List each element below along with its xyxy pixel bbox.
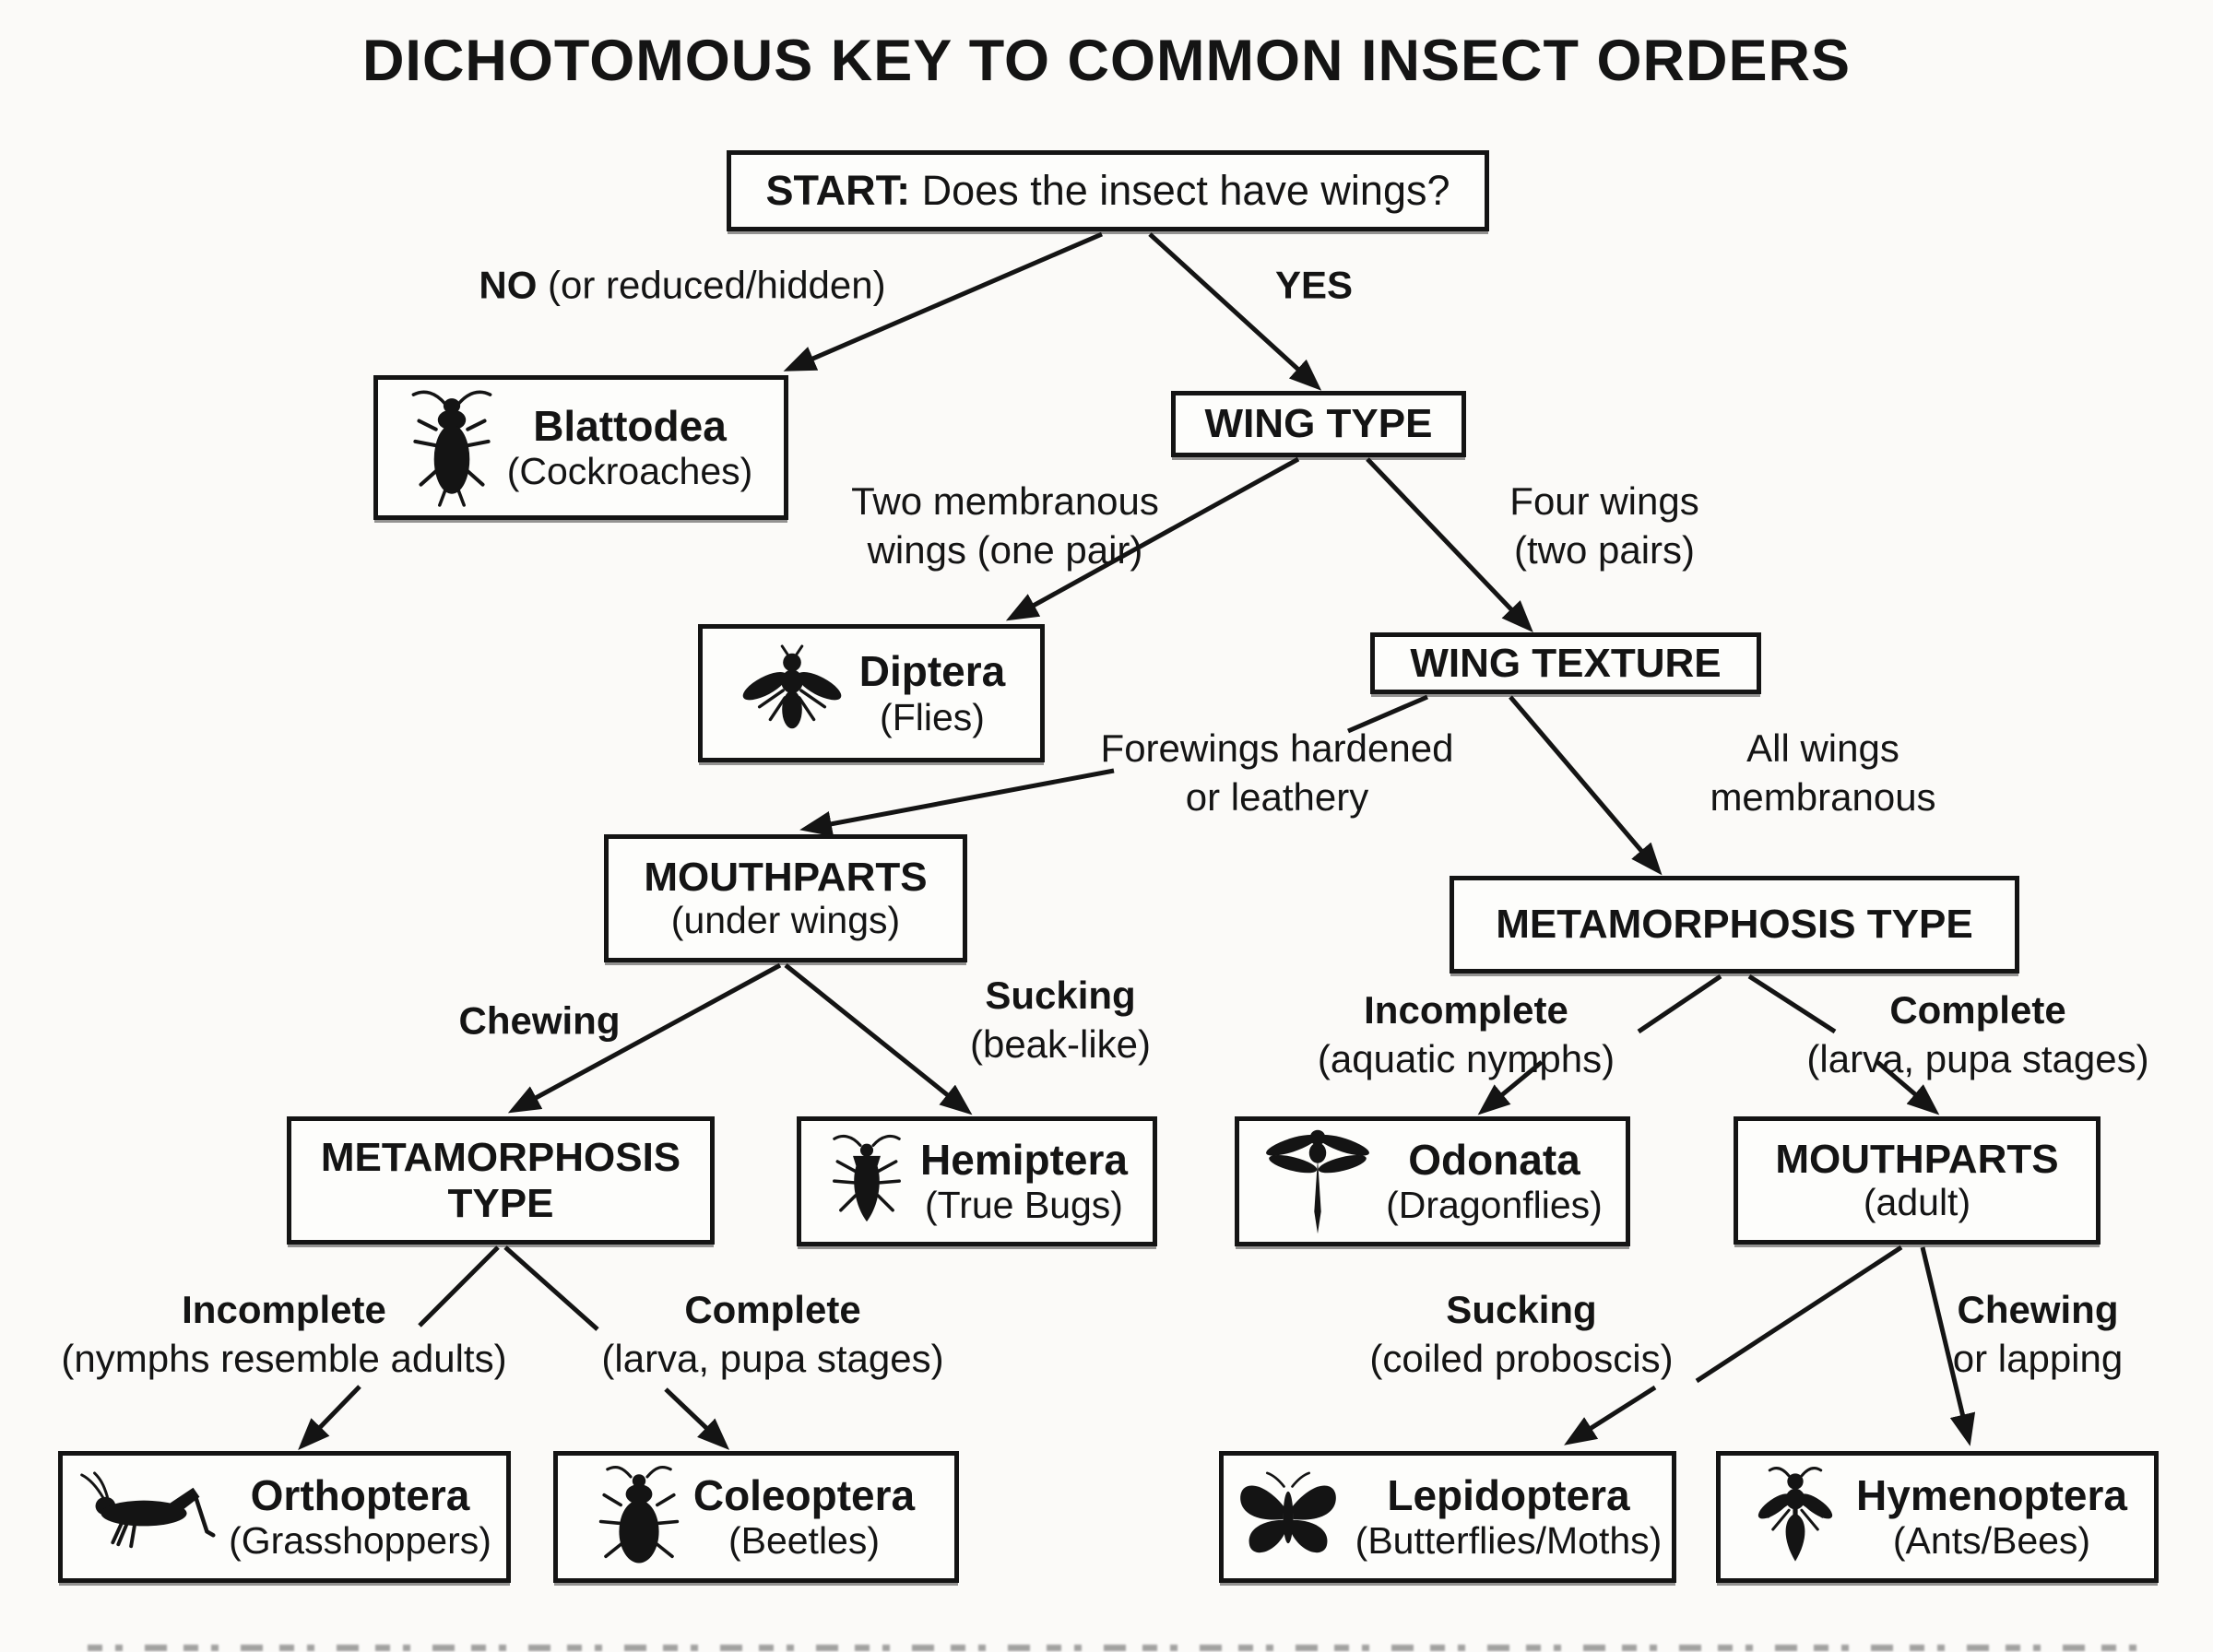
node-lepidoptera: Lepidoptera (Butterflies/Moths) bbox=[1219, 1451, 1676, 1583]
taxon-text: Lepidoptera (Butterflies/Moths) bbox=[1355, 1470, 1663, 1563]
taxon-text: Hemiptera (True Bugs) bbox=[920, 1135, 1128, 1227]
arrow-chewing-to-hymenoptera bbox=[1920, 1246, 1976, 1446]
wasp-icon bbox=[1747, 1465, 1843, 1570]
grasshopper-icon bbox=[77, 1469, 216, 1565]
edge-label-all-membranous: All wings membranous bbox=[1710, 726, 1936, 819]
true-bug-icon bbox=[826, 1128, 907, 1235]
butterfly-icon bbox=[1234, 1471, 1343, 1564]
arrow-chewing-to-metamorphosis-left bbox=[507, 962, 782, 1114]
fly-icon bbox=[738, 643, 846, 743]
taxon-text: Coleoptera (Beetles) bbox=[692, 1470, 916, 1563]
node-hymenoptera: Hymenoptera (Ants/Bees) bbox=[1716, 1451, 2159, 1583]
arrow-sucking-to-lepidoptera bbox=[1564, 1385, 1657, 1446]
arrow-sucking-to-hemiptera bbox=[784, 963, 973, 1115]
node-blattodea: Blattodea (Cockroaches) bbox=[373, 375, 788, 520]
node-diptera: Diptera (Flies) bbox=[698, 624, 1045, 762]
node-mouthparts-adult: MOUTHPARTS (adult) bbox=[1734, 1116, 2101, 1245]
taxon-text: Odonata (Dragonflies) bbox=[1386, 1135, 1603, 1227]
edge-label-forewings-hardened: Forewings hardened or leathery bbox=[1100, 726, 1454, 819]
node-odonata: Odonata (Dragonflies) bbox=[1235, 1116, 1630, 1246]
node-coleoptera: Coleoptera (Beetles) bbox=[553, 1451, 959, 1583]
stub-metamorphosis-right-incomplete bbox=[1637, 974, 1722, 1034]
stub-metamorphosis-left-incomplete bbox=[418, 1245, 500, 1328]
stub-wing-texture-left bbox=[1347, 694, 1428, 734]
edge-label-incomplete-nymphs: Incomplete (nymphs resemble adults) bbox=[61, 1288, 507, 1380]
cropped-text-artifact bbox=[88, 1645, 2148, 1651]
taxon-text: Diptera (Flies) bbox=[858, 647, 1006, 738]
arrow-incomplete-to-orthoptera bbox=[298, 1385, 361, 1451]
edge-label-four-wings: Four wings (two pairs) bbox=[1509, 479, 1699, 572]
arrow-complete-to-coleoptera bbox=[664, 1387, 730, 1450]
arrow-complete-to-mouthparts-adult bbox=[1876, 1060, 1940, 1115]
node-metamorphosis-type-left: METAMORPHOSIS TYPE bbox=[287, 1116, 715, 1245]
taxon-text: Blattodea (Cockroaches) bbox=[506, 401, 753, 493]
beetle-icon bbox=[598, 1463, 680, 1572]
arrow-start-to-blattodea bbox=[783, 231, 1103, 372]
edge-label-sucking-coiled: Sucking (coiled proboscis) bbox=[1369, 1288, 1674, 1380]
edge-label-chewing: Chewing bbox=[458, 998, 621, 1043]
edge-label-chewing-lapping: Chewing or lapping bbox=[1952, 1288, 2124, 1380]
arrow-wing-type-to-wing-texture bbox=[1366, 457, 1533, 633]
arrow-wing-texture-to-metamorphosis bbox=[1509, 695, 1663, 876]
stub-metamorphosis-left-complete bbox=[503, 1245, 599, 1331]
node-wing-texture: WING TEXTURE bbox=[1370, 632, 1761, 694]
node-wing-type: WING TYPE bbox=[1171, 391, 1466, 457]
edge-label-incomplete-aquatic: Incomplete (aquatic nymphs) bbox=[1317, 988, 1615, 1080]
start-question: START: Does the insect have wings? bbox=[765, 167, 1450, 214]
stub-mouthparts-adult-sucking bbox=[1695, 1245, 1903, 1384]
arrow-forewings-to-mouthparts-under bbox=[799, 768, 1115, 837]
edge-label-sucking-beak: Sucking (beak-like) bbox=[969, 974, 1152, 1066]
edge-label-complete-right: Complete (larva, pupa stages) bbox=[1806, 988, 2149, 1080]
arrow-wing-type-to-diptera bbox=[1005, 456, 1300, 621]
edge-label-two-membranous: Two membranous wings (one pair) bbox=[851, 479, 1159, 572]
edge-label-no: NO (or reduced/hidden) bbox=[479, 263, 886, 307]
taxon-text: Hymenoptera (Ants/Bees) bbox=[1856, 1470, 2127, 1563]
arrow-incomplete-to-odonata bbox=[1477, 1060, 1544, 1115]
arrow-start-to-wing-type bbox=[1148, 232, 1322, 391]
node-start: START: Does the insect have wings? bbox=[727, 150, 1489, 231]
node-metamorphosis-type-right: METAMORPHOSIS TYPE bbox=[1450, 876, 2019, 974]
edge-label-complete-left: Complete (larva, pupa stages) bbox=[601, 1288, 944, 1380]
page-title: DICHOTOMOUS KEY TO COMMON INSECT ORDERS bbox=[361, 29, 1852, 93]
edge-label-yes: YES bbox=[1274, 263, 1354, 307]
node-orthoptera: Orthoptera (Grasshoppers) bbox=[58, 1451, 511, 1583]
cockroach-icon bbox=[409, 387, 494, 509]
node-mouthparts-under-wings: MOUTHPARTS (under wings) bbox=[604, 834, 967, 962]
dragonfly-icon bbox=[1262, 1127, 1373, 1237]
node-hemiptera: Hemiptera (True Bugs) bbox=[797, 1116, 1157, 1246]
taxon-text: Orthoptera (Grasshoppers) bbox=[229, 1470, 491, 1563]
stub-metamorphosis-right-complete bbox=[1747, 974, 1837, 1034]
